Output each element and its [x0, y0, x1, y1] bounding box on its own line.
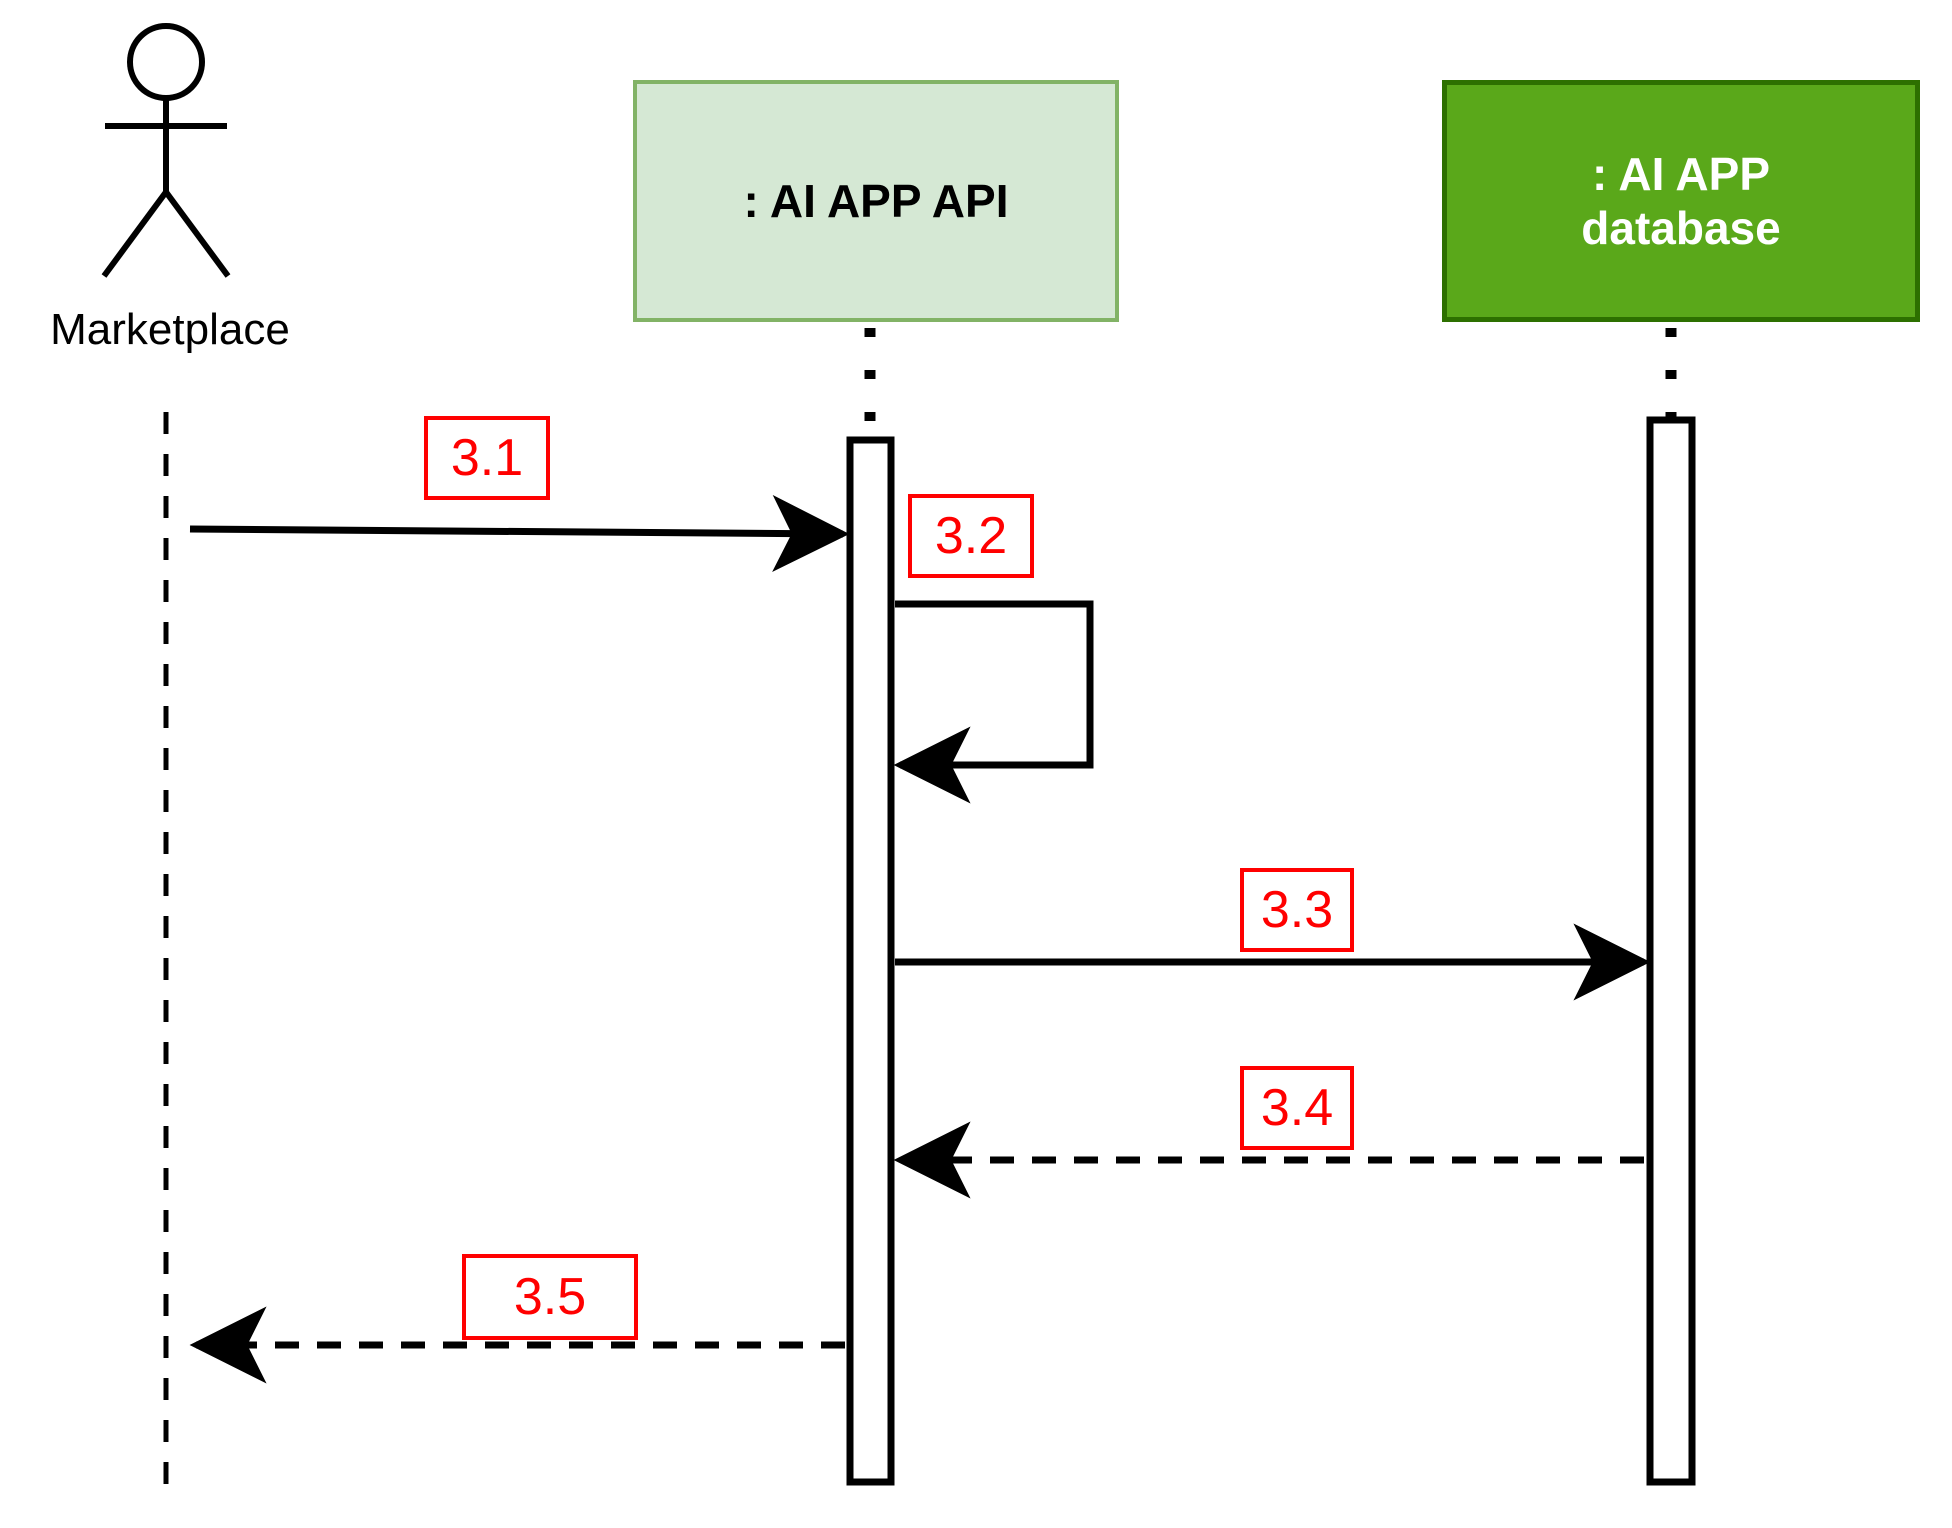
message-label-3-1: 3.1	[424, 416, 550, 500]
participant-box-api[interactable]: : AI APP API	[633, 80, 1119, 322]
message-label-3-4: 3.4	[1240, 1066, 1354, 1150]
message-label-3-2: 3.2	[908, 494, 1034, 578]
message-arrow-3-2	[893, 600, 1094, 804]
participant-box-database[interactable]: : AI APP database	[1442, 80, 1920, 322]
message-label-3-5: 3.5	[462, 1254, 638, 1340]
activation-bar-database	[1646, 416, 1696, 1486]
message-arrow-3-1	[189, 494, 850, 572]
message-label-3-3: 3.3	[1240, 868, 1354, 952]
actor-label: Marketplace	[50, 305, 290, 354]
activation-bar-api	[846, 436, 895, 1486]
stick-figure-actor-icon	[101, 23, 231, 278]
